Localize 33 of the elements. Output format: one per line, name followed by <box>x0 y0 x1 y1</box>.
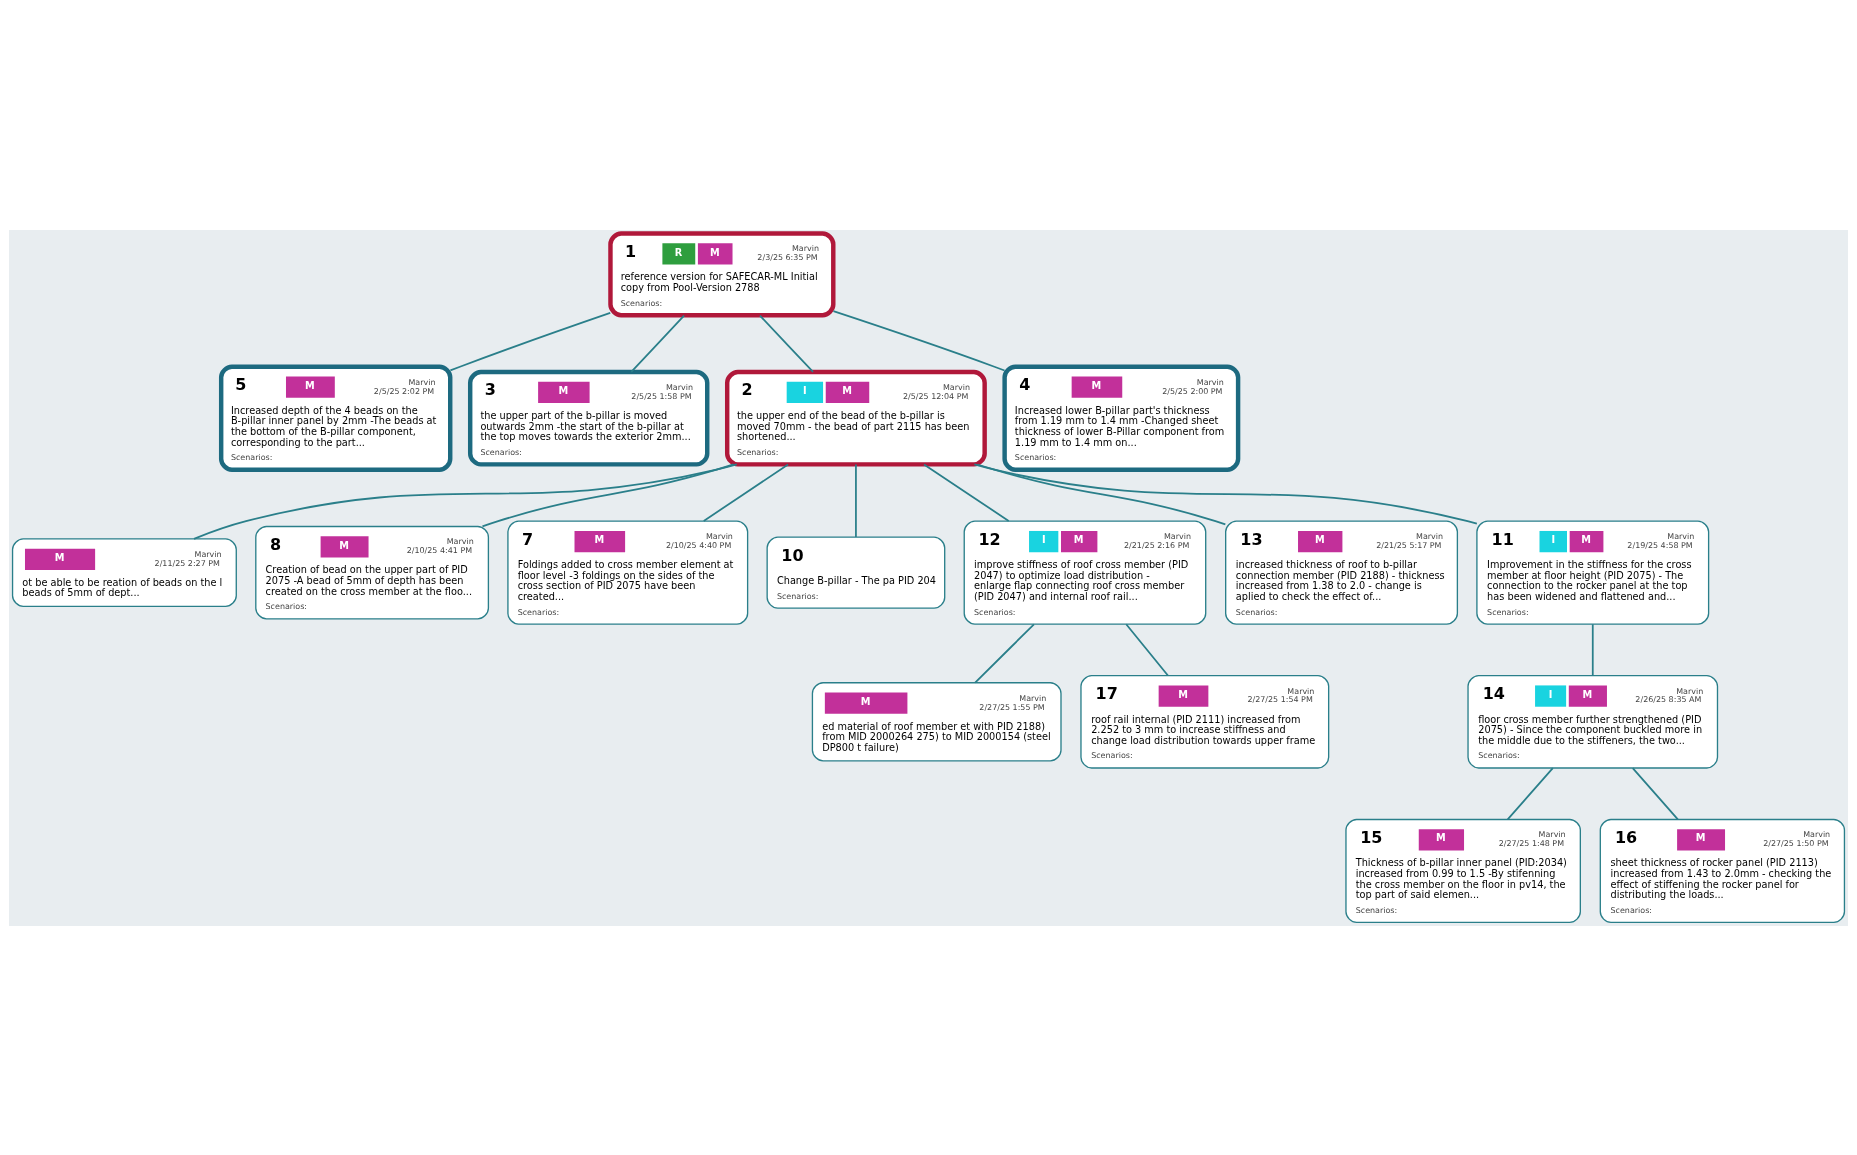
node-box: 14 I M Marvin 2/26/25 8:35 AM floor cross member further strengthened (PID 2075) - Since the component buckled more in the middle due to the stiffeners, the two... Scenarios: <box>1467 674 1719 769</box>
node-box: M Marvin 2/27/25 1:55 PM ed material of roof member et with PID 2188) from MID 2000264 275) to MID 2000154 (steel DP800 t failure) <box>811 681 1062 762</box>
node-box: 8 M Marvin 2/10/25 4:41 PM Creation of bead on the upper part of PID 2075 -A bead of 5mm of depth has been created on the cross member at the floo... Scenarios: <box>255 525 490 619</box>
connector <box>481 463 735 527</box>
node-box: 16 M Marvin 2/27/25 1:50 PM sheet thickness of rocker panel (PID 2113) increased from 1.43 to 2.0mm - checking the effect of stiffening the rocker panel for distributing the loads... Scenarios: <box>1599 818 1846 923</box>
node-box: 13 M Marvin 2/21/25 5:17 PM increased thickness of roof to b-pillar connection member (PID 2188) - thickness increased from 1.38 to 2.0 - change is aplied to check the effect of... Scenarios: <box>1225 520 1459 625</box>
connector <box>1591 622 1594 676</box>
node-box: 3 M Marvin 2/5/25 1:58 PM the upper part of the b-pillar is moved outwards 2mm -the start of the b-pillar at the top moves towards the exterior 2mm... Scenarios: <box>467 369 710 467</box>
node-box: 15 M Marvin 2/27/25 1:48 PM Thickness of b-pillar inner panel (PID:2034) increased from 0.99 to 1.5 -By stifenning the cross member on the floor in pv14, the top part of said elemen... Scenarios: <box>1345 818 1581 923</box>
connector <box>1631 766 1679 820</box>
connector <box>759 314 814 373</box>
node-box: 11 I M Marvin 2/19/25 4:58 PM Improvement in the stiffness for the cross member at floor height (PID 2075) - The connection to the rocker panel at the top has been widened and flattened and... Scenarios: <box>1476 520 1710 625</box>
node-box: 5 M Marvin 2/5/25 2:02 PM Increased depth of the 4 beads on the B-pillar inner panel by 2mm -The beads at the bottom of the B-pillar component, corresponding to the part... Scenarios: <box>218 364 453 472</box>
connector <box>449 311 612 371</box>
connector <box>832 309 1006 371</box>
node-box: M Marvin 2/11/25 2:27 PM ot be able to be reation of beads on the l beads of 5mm of dept... <box>11 537 237 607</box>
connector <box>193 463 738 540</box>
connector <box>923 463 1010 522</box>
connector <box>630 314 685 373</box>
node-box: 4 M Marvin 2/5/25 2:00 PM Increased lower B-pillar part's thickness from 1.19 mm to 1.4 mm -Changed sheet thickness of lower B-Pillar component from 1.19 mm to 1.4 mm on... Scenarios: <box>1002 364 1241 472</box>
node-box: 10 Change B-pillar - The pa PID 204 Scenarios: <box>766 536 946 609</box>
connector <box>973 463 1478 525</box>
node-box: 1 R M Marvin 2/3/25 6:35 PM reference version for SAFECAR-ML Initial copy from Pool-Version 2788 Scenarios: <box>608 230 836 317</box>
connector <box>1125 622 1169 676</box>
connector <box>974 622 1035 684</box>
node-box: 17 M Marvin 2/27/25 1:54 PM roof rail internal (PID 2111) increased from 2.252 to 3 mm to increase stiffness and change load distribution towards upper frame Scenarios: <box>1080 674 1330 769</box>
connector <box>1506 766 1554 820</box>
connector <box>976 463 1227 525</box>
connector <box>702 463 789 522</box>
node-box: 7 M Marvin 2/10/25 4:40 PM Foldings added to cross member element at floor level -3 foldings on the sides of the cross section of PID 2075 have been created... Scenarios: <box>507 520 749 625</box>
node-box: 12 I M Marvin 2/21/25 2:16 PM improve stiffness of roof cross member (PID 2047) to optimize load distribution - enlarge flap connecting roof cross member (PID 2047) and internal roof rail... Scenarios: <box>963 520 1207 625</box>
connector <box>855 463 857 538</box>
node-box: 2 I M Marvin 2/5/25 12:04 PM the upper end of the bead of the b-pillar is moved 70mm - the bead of part 2115 has been shortened... Scenarios: <box>725 369 987 467</box>
